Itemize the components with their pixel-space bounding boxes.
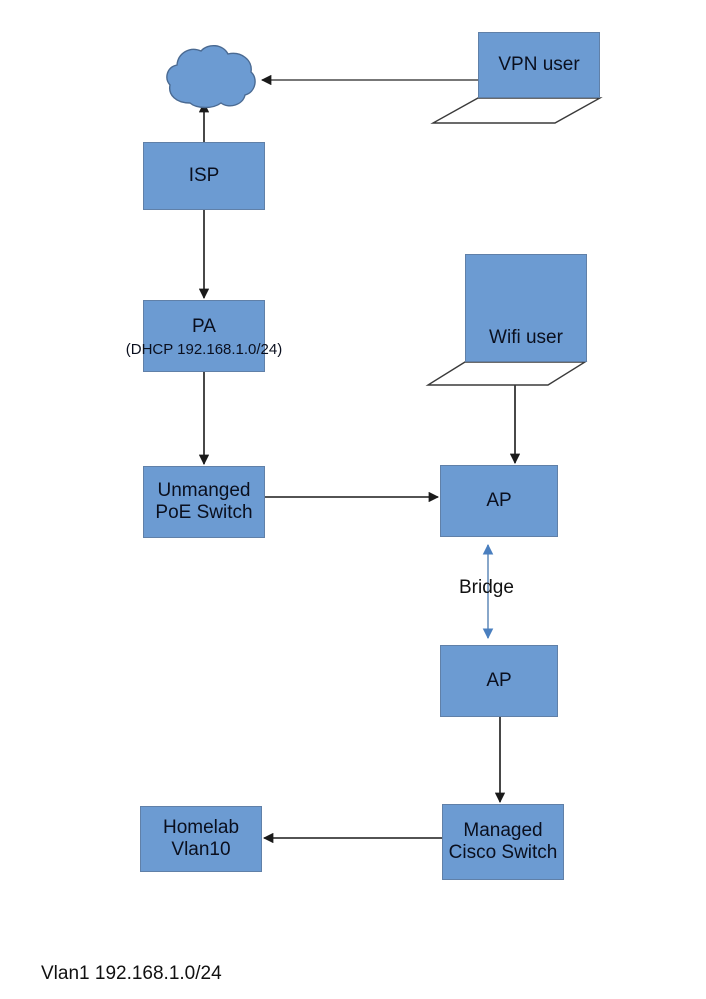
wifi-user-screen: Wifi user	[465, 254, 587, 362]
homelab-label-line2: Vlan10	[171, 839, 231, 860]
isp-label: ISP	[188, 164, 220, 186]
homelab-label-line1: Homelab	[162, 816, 240, 838]
vpn-laptop-base-icon	[430, 97, 603, 124]
ap-bottom-label: AP	[486, 669, 512, 691]
node-unmanaged-poe-switch[interactable]: Unmanged PoE Switch	[143, 466, 265, 538]
node-ap-bottom[interactable]: AP	[440, 645, 558, 717]
ap-top-label: AP	[486, 489, 512, 511]
vlan-legend: Vlan1 192.168.1.0/24 Vlan10 10.0.0.0/24	[41, 905, 222, 999]
managed-switch-label-line1: Managed	[463, 819, 543, 841]
wifi-laptop-base-icon	[425, 361, 588, 386]
vpn-user-label: VPN user	[498, 54, 580, 75]
node-homelab-vlan10[interactable]: Homelab Vlan10	[140, 806, 262, 872]
unmanaged-switch-label-line2: PoE Switch	[155, 502, 253, 523]
pa-label: PA	[192, 315, 216, 337]
wifi-user-label: Wifi user	[489, 327, 563, 348]
vpn-user-laptop[interactable]: VPN user	[425, 28, 605, 128]
unmanaged-switch-label-line1: Unmanged	[157, 479, 251, 501]
cloud-icon	[166, 45, 256, 109]
wifi-user-laptop[interactable]: Wifi user	[420, 252, 600, 387]
pa-sublabel: (DHCP 192.168.1.0/24)	[125, 341, 283, 358]
node-ap-top[interactable]: AP	[440, 465, 558, 537]
node-managed-cisco-switch[interactable]: Managed Cisco Switch	[442, 804, 564, 880]
managed-switch-label-line2: Cisco Switch	[448, 842, 558, 863]
node-pa[interactable]: PA (DHCP 192.168.1.0/24)	[126, 300, 282, 372]
legend-line-vlan1: Vlan1 192.168.1.0/24	[41, 963, 222, 985]
vpn-user-screen: VPN user	[478, 32, 600, 98]
node-isp[interactable]: ISP	[143, 142, 265, 210]
bridge-label: Bridge	[459, 577, 514, 598]
